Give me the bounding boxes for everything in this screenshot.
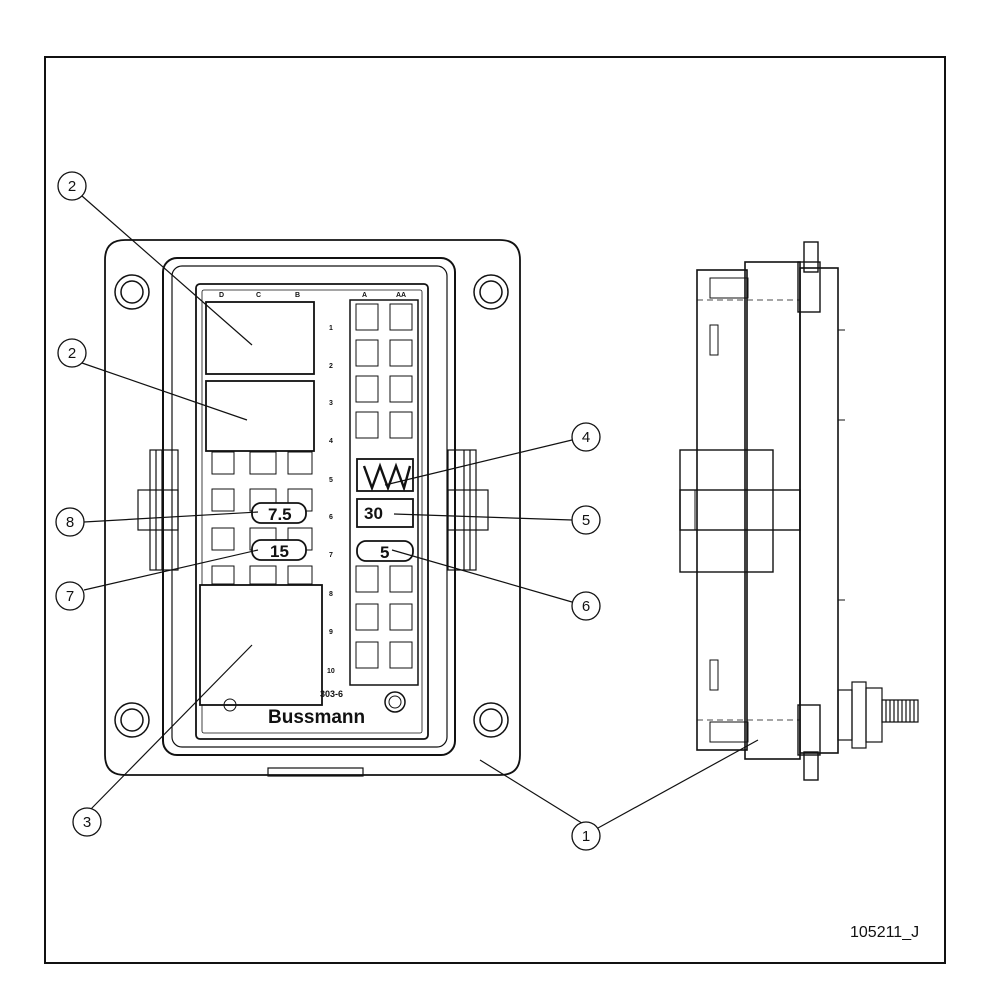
brand-label: Bussmann [268,707,365,728]
callout-5: 5 [571,505,601,535]
svg-text:4: 4 [329,438,333,445]
column-labels: D C B A AA [219,292,406,299]
figure-id: 105211_J [850,924,920,941]
side-housing [696,269,748,751]
fuse-rating-5: 5 [380,543,389,562]
svg-text:6: 6 [582,598,590,615]
svg-text:4: 4 [582,429,590,446]
svg-text:6: 6 [329,514,333,521]
callout-3: 3 [72,807,102,837]
fuse-body-15 [251,539,307,561]
svg-text:AA: AA [396,292,406,299]
relay-middle [205,380,315,452]
front-view [104,239,521,777]
svg-text:A: A [362,292,367,299]
callout-2a: 2 [57,171,87,201]
svg-text:9: 9 [329,629,333,636]
fuse-body-7-5 [251,502,307,524]
housing-outer [162,257,456,756]
relay-top [205,301,315,375]
svg-text:C: C [256,292,261,299]
svg-text:2: 2 [68,178,76,195]
callout-4: 4 [571,422,601,452]
svg-text:3: 3 [329,400,333,407]
base-plate [104,239,521,776]
svg-text:5: 5 [329,477,333,484]
svg-text:7: 7 [329,552,333,559]
fuse-body-5 [356,540,414,562]
svg-text:1: 1 [329,325,333,332]
callout-1: 1 [571,821,601,851]
fuse-rating-15: 15 [270,542,289,561]
callout-8: 8 [55,507,85,537]
callout-7: 7 [55,581,85,611]
svg-text:3: 3 [83,814,91,831]
svg-text:2: 2 [329,363,333,370]
leader-lines [81,195,759,829]
svg-text:7: 7 [66,588,74,605]
svg-text:2: 2 [68,345,76,362]
figure-border [44,56,946,964]
fuse-body-30 [356,498,414,528]
housing-face [195,283,429,740]
housing-inner [171,265,448,748]
svg-text:D: D [219,292,224,299]
right-fuse-column [349,299,419,686]
indicator-hole-left [223,698,237,712]
housing-face-inner [201,289,423,734]
side-latch [679,449,774,573]
fuse-rating-7-5: 7.5 [268,505,292,524]
svg-text:8: 8 [66,514,74,531]
svg-text:8: 8 [329,591,333,598]
svg-text:1: 1 [582,828,590,845]
right-fuse-slots [355,303,413,669]
indicator-hole [384,691,406,713]
base-notch [267,767,364,777]
callout-2b: 2 [57,338,87,368]
side-cover [799,267,839,754]
fuse-rating-30: 30 [364,504,383,523]
relay-bottom [199,584,323,706]
svg-text:B: B [295,292,300,299]
svg-text:5: 5 [582,512,590,529]
side-view [679,241,919,781]
callout-6: 6 [571,591,601,621]
breaker-symbol-icon [362,462,412,492]
mounting-holes [114,274,509,738]
svg-text:10: 10 [327,668,335,675]
left-latch [137,449,179,571]
side-stud [837,681,919,749]
part-number-fragment: 303-6 [320,689,343,699]
left-fuse-slots [211,451,313,585]
row-labels: 1 2 3 4 5 6 7 8 9 10 [327,325,335,675]
